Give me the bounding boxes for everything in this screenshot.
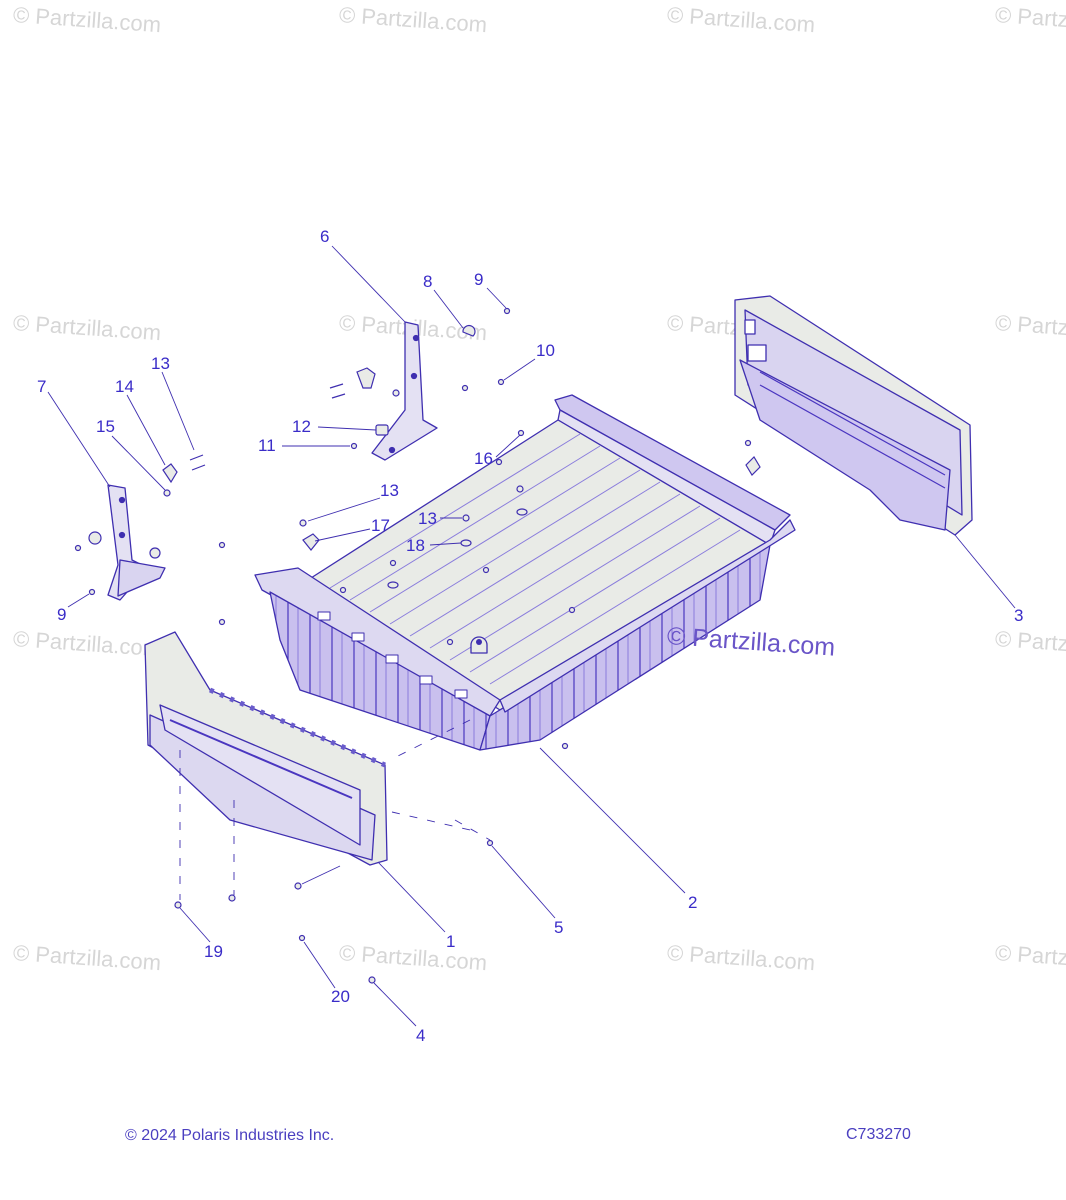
- side-panel-front: [144, 631, 388, 866]
- nut: [503, 307, 511, 315]
- bolt: [331, 393, 346, 399]
- nut: [392, 389, 400, 397]
- washer: [163, 489, 171, 497]
- callout-label: 6: [320, 227, 330, 246]
- latch: [162, 463, 178, 484]
- bolt-head: [462, 514, 470, 522]
- cargo-box: [254, 394, 796, 751]
- side-panel-right: [734, 295, 973, 536]
- callout-label: 2: [688, 893, 698, 912]
- callout-label: 15: [96, 417, 115, 436]
- bolt: [189, 454, 204, 461]
- bolt-head: [350, 442, 358, 450]
- callout-label: 4: [416, 1026, 426, 1045]
- callout-label: 9: [474, 270, 484, 289]
- nut: [561, 742, 569, 750]
- washer: [460, 539, 472, 547]
- callout-label: 13: [151, 354, 170, 373]
- nut: [461, 384, 469, 392]
- nut: [218, 618, 226, 626]
- bolt-head: [299, 519, 307, 527]
- callout-label: 7: [37, 377, 47, 396]
- diagram-code: C733270: [846, 1126, 911, 1143]
- callout-label: 19: [204, 942, 223, 961]
- bolt-head: [517, 429, 525, 437]
- callout-label: 1: [446, 932, 456, 951]
- bolt-head: [568, 606, 576, 614]
- hardware: [74, 307, 761, 984]
- rivet: [368, 976, 376, 984]
- bolt-head: [339, 586, 347, 594]
- callout-label: 12: [292, 417, 311, 436]
- callout-label: 5: [554, 918, 564, 937]
- hinge: [745, 456, 761, 476]
- nut: [495, 458, 503, 466]
- bolt: [329, 383, 344, 389]
- callout-label: 13: [418, 509, 437, 528]
- washer: [516, 508, 528, 516]
- bolt-head: [482, 566, 490, 574]
- bumper: [149, 547, 161, 559]
- washer: [387, 581, 399, 589]
- nut: [486, 839, 494, 847]
- callout-label: 11: [258, 436, 276, 455]
- callout-label: 16: [474, 449, 493, 468]
- plug-cap: [462, 324, 476, 337]
- nut: [88, 588, 96, 596]
- bracket-left: [107, 484, 166, 601]
- nut: [497, 378, 505, 386]
- bushing: [375, 424, 389, 436]
- callout-label: 8: [423, 272, 433, 291]
- callout-label: 10: [536, 341, 555, 360]
- callout-label: 17: [371, 516, 390, 535]
- callout-label: 20: [331, 987, 350, 1006]
- callout-label: 13: [380, 481, 399, 500]
- bolt-head: [228, 894, 236, 902]
- bolt-head: [446, 638, 454, 646]
- copyright-text: © 2024 Polaris Industries Inc.: [125, 1127, 335, 1144]
- bolt-head: [389, 559, 397, 567]
- rivet: [294, 882, 302, 890]
- bolt-head: [744, 439, 752, 447]
- leader-lines: [47, 245, 1016, 1027]
- nut: [74, 544, 82, 552]
- callout-label: 18: [406, 536, 425, 555]
- bolt: [191, 464, 206, 471]
- bolt-head: [174, 901, 182, 909]
- bolt-head: [516, 485, 524, 493]
- nut: [298, 934, 306, 942]
- callout-label: 9: [57, 605, 67, 624]
- latch-bracket: [356, 367, 376, 389]
- bumper: [88, 531, 102, 545]
- callout-label: 14: [115, 377, 134, 396]
- strap-bracket: [302, 533, 320, 551]
- nut: [218, 541, 226, 549]
- callout-label: 3: [1014, 606, 1024, 625]
- bracket-upper: [371, 321, 438, 461]
